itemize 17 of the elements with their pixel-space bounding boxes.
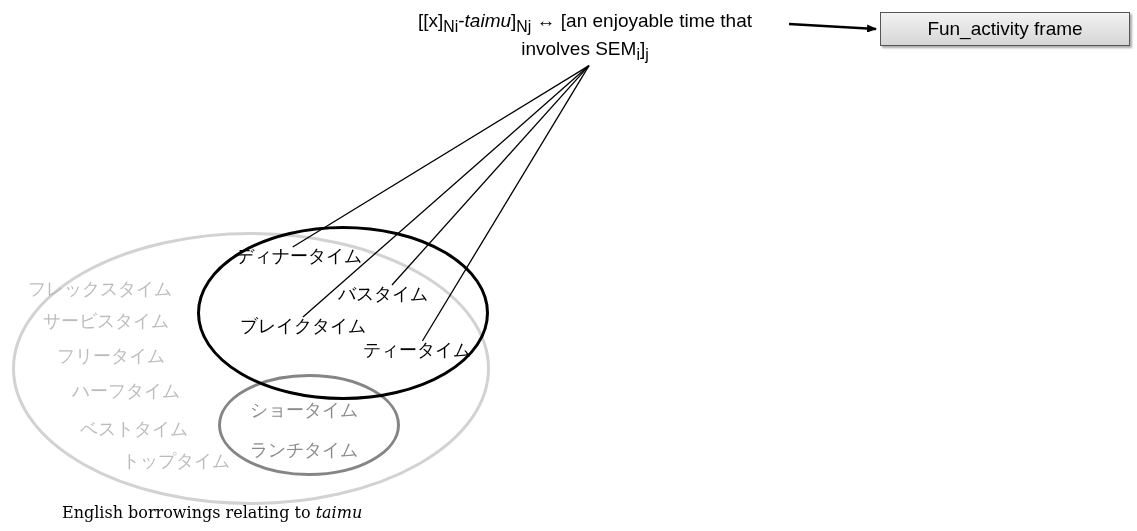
term-label: フリータイム [57,347,165,365]
connector-line [421,64,590,342]
frame-box: Fun_activity frame [880,12,1130,46]
term-label: バスタイム [338,285,428,303]
construction-formula: [[x]$_{Ni}$-taimu]$_{Nj}$ ↔ [an enjoyable time that involves SEM$_{i}$]$_{j}$ [385,10,785,66]
connector-line [292,64,590,248]
arrow [788,22,877,33]
term-label: ベストタイム [80,420,188,438]
caption: English borrowings relating to taimu [62,503,363,523]
term-label: ショータイム [250,401,358,419]
term-label: ハーフタイム [72,382,180,400]
term-label: トップタイム [122,452,230,470]
term-label: サービスタイム [43,312,169,330]
term-label: ブレイクタイム [240,317,366,335]
connector-line [302,64,590,318]
term-label: フレックスタイム [28,280,172,298]
term-label: ランチタイム [250,441,358,459]
